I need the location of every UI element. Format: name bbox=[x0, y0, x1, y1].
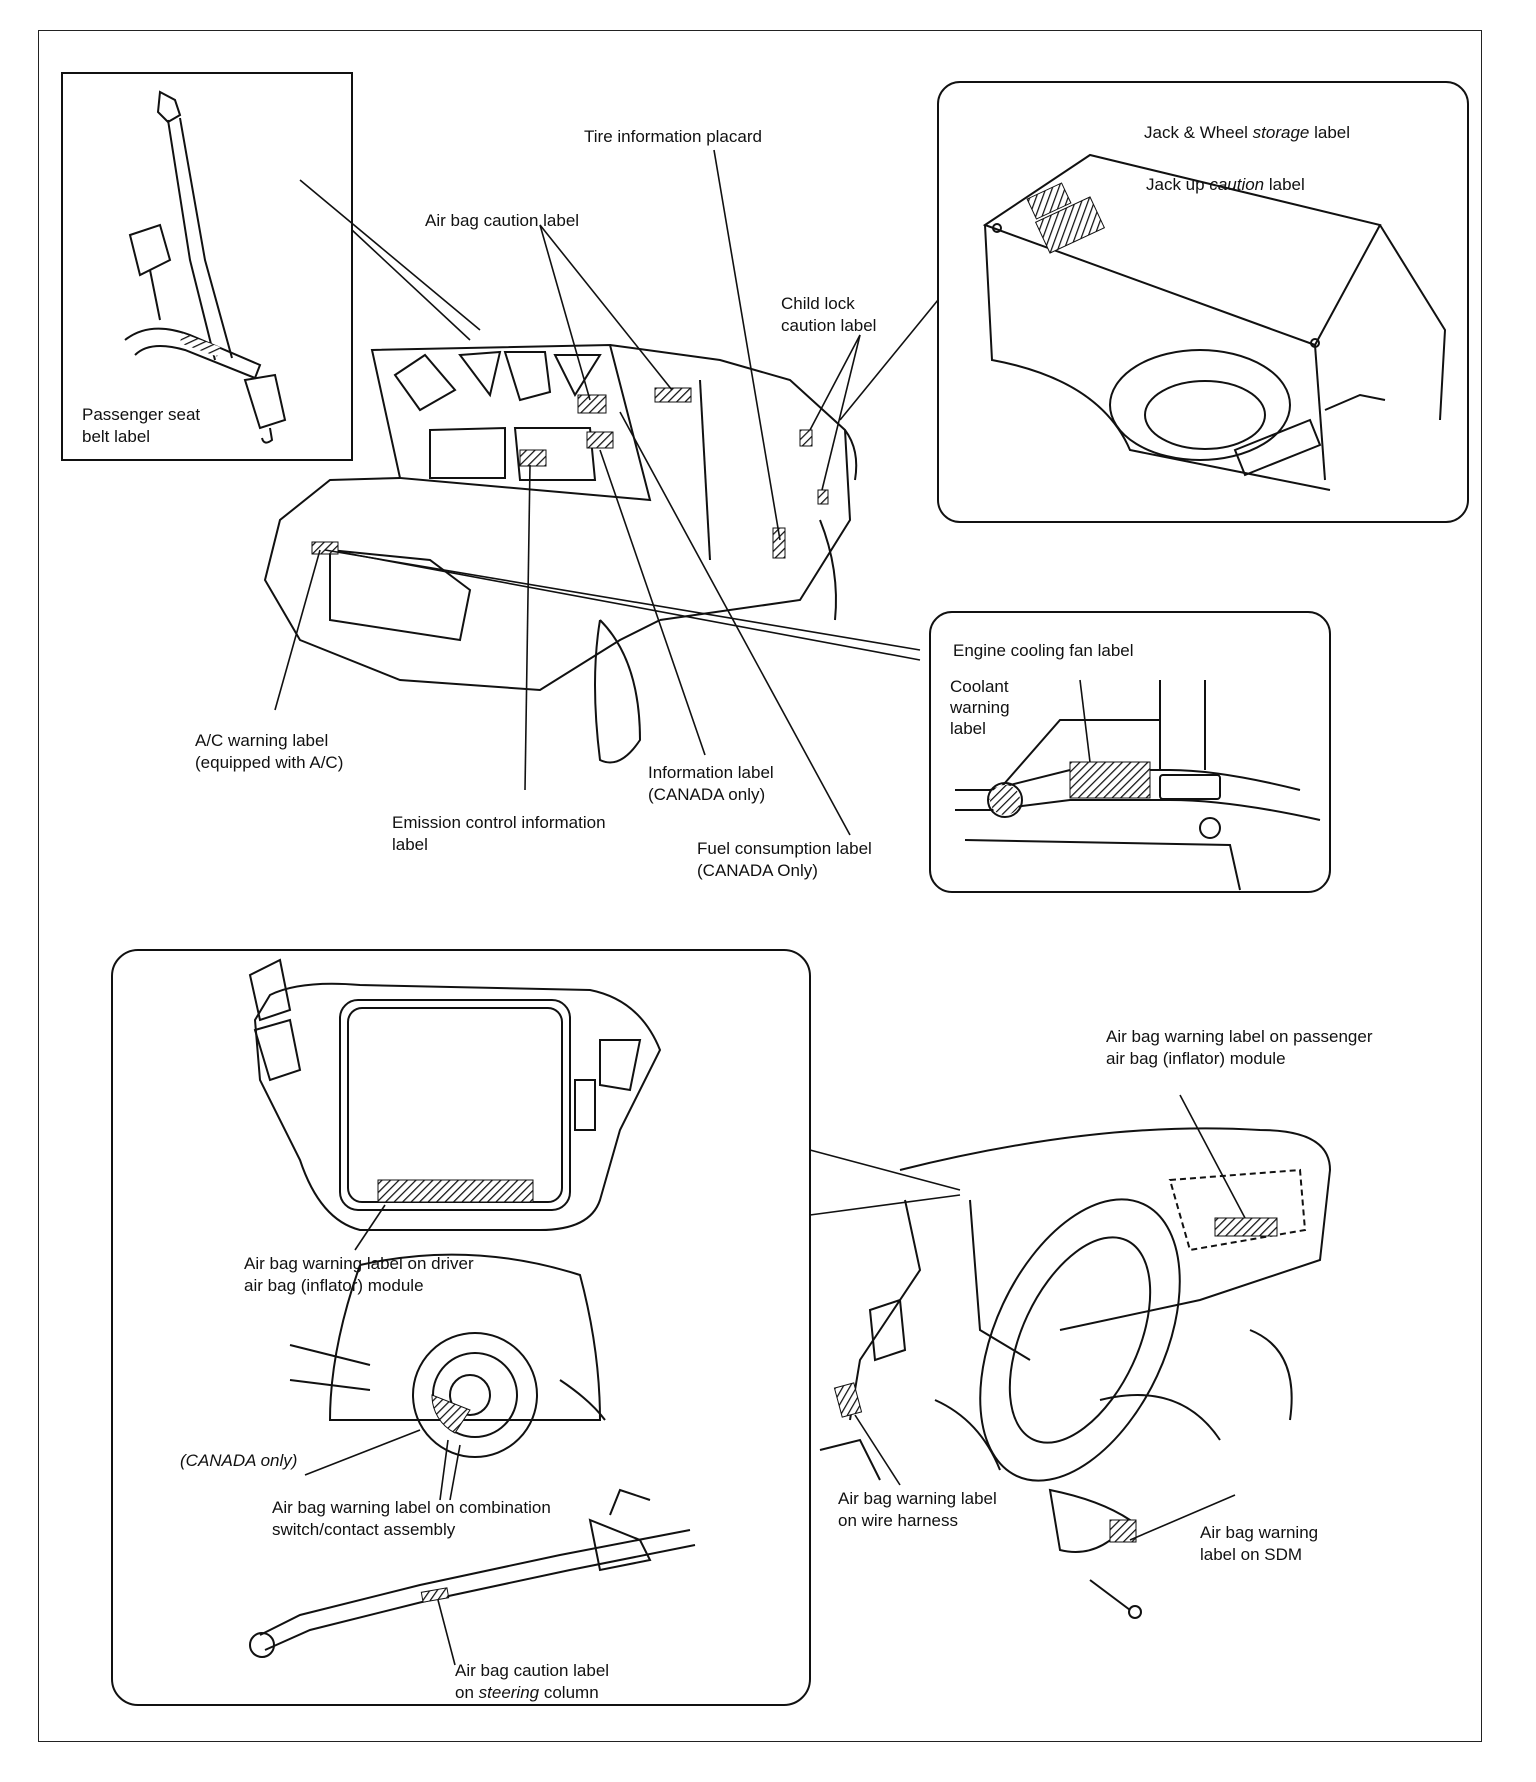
air-bag-caution-label: Air bag caution label bbox=[425, 211, 580, 230]
canada-only-label: (CANADA only) bbox=[180, 1451, 298, 1470]
seat-belt-inset-box bbox=[61, 72, 353, 461]
tire-placard-mark bbox=[772, 527, 786, 559]
outer-frame bbox=[38, 30, 1482, 1742]
combination-switch-label: Air bag warning label on combination swi… bbox=[272, 1498, 551, 1539]
steering-inset bbox=[111, 949, 811, 1706]
information-label-label: Information label (CANADA only) bbox=[648, 763, 774, 804]
jack-up-caution-label: Jack up caution label bbox=[1146, 175, 1305, 194]
sdm-label: Air bag warning label on SDM bbox=[1200, 1523, 1319, 1564]
engine-cooling-fan-mark bbox=[1069, 761, 1151, 799]
seat-belt-inset bbox=[61, 72, 353, 461]
child-lock-mark-2 bbox=[817, 489, 829, 505]
passenger-seat-belt-label: Passenger seat belt label bbox=[82, 405, 201, 446]
trunk-inset-box bbox=[937, 81, 1469, 523]
passenger-airbag-label-mark bbox=[1214, 1217, 1278, 1237]
coolant-warning-label: Coolant warning label bbox=[950, 677, 1010, 738]
steering-inset-box bbox=[111, 949, 811, 1706]
car-outline bbox=[263, 343, 858, 764]
child-lock-label: Child lock caution label bbox=[781, 294, 877, 335]
emission-control-mark bbox=[519, 449, 547, 467]
leader-lines-bottom-left bbox=[304, 1204, 461, 1666]
jack-wheel-storage-mark bbox=[1026, 182, 1072, 220]
trunk-inset bbox=[937, 81, 1469, 523]
engine-inset bbox=[929, 611, 1331, 893]
combination-switch-label-mark bbox=[431, 1394, 471, 1434]
fuel-consumption-label: Fuel consumption label (CANADA Only) bbox=[697, 839, 872, 880]
emission-control-label: Emission control information label bbox=[392, 813, 606, 854]
sdm-label-mark bbox=[1109, 1519, 1137, 1543]
driver-airbag-module-label: Air bag warning label on driver air bag … bbox=[244, 1254, 474, 1295]
steering-column-label: Air bag caution label on steering column bbox=[455, 1661, 610, 1702]
ac-warning-label: A/C warning label (equipped with A/C) bbox=[195, 731, 344, 772]
air-bag-caution-mark-1 bbox=[577, 394, 607, 414]
engine-inset-box bbox=[929, 611, 1331, 893]
driver-airbag-label-mark bbox=[377, 1179, 534, 1203]
jack-wheel-storage-label: Jack & Wheel storage label bbox=[1144, 123, 1350, 142]
seat-belt-label-mark bbox=[179, 333, 221, 357]
air-bag-caution-mark-2 bbox=[586, 431, 614, 449]
tire-placard-label: Tire information placard bbox=[584, 127, 762, 146]
engine-cooling-fan-label: Engine cooling fan label bbox=[953, 641, 1134, 660]
leader-lines-top bbox=[274, 149, 939, 836]
leader-lines-bottom-right bbox=[809, 1094, 1246, 1541]
passenger-airbag-module-label: Air bag warning label on passenger air b… bbox=[1106, 1027, 1373, 1068]
wire-harness-label-mark bbox=[833, 1382, 863, 1418]
air-bag-caution-mark-3 bbox=[654, 387, 692, 403]
steering-column-label-mark bbox=[420, 1587, 450, 1603]
child-lock-mark-1 bbox=[799, 429, 813, 447]
jack-up-caution-mark bbox=[1034, 196, 1106, 254]
wire-harness-label: Air bag warning label on wire harness bbox=[838, 1489, 997, 1530]
coolant-warning-mark bbox=[990, 785, 1020, 815]
